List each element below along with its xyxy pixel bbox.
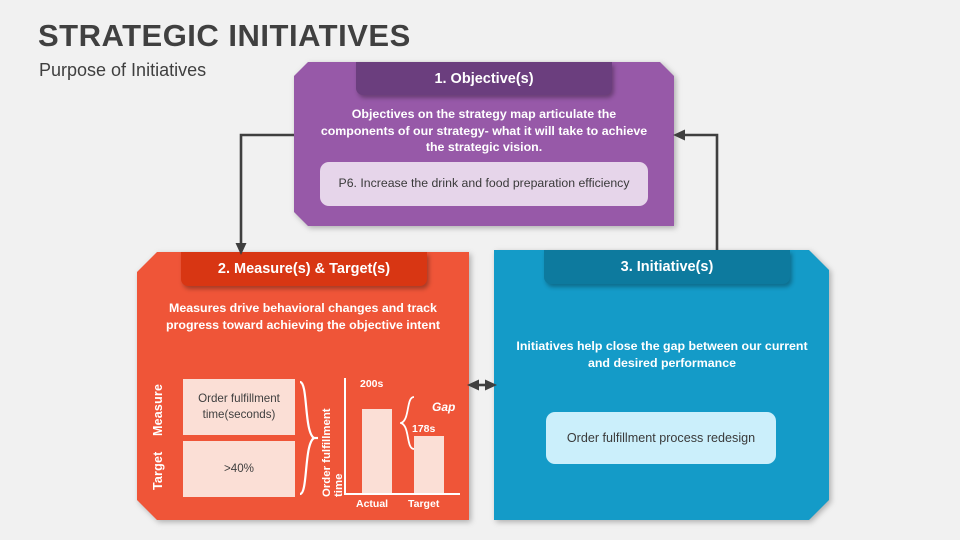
connector-measure-to-initiative	[467, 379, 497, 391]
objective-chip[interactable]: P6. Increase the drink and food preparat…	[320, 162, 648, 206]
gap-brace-icon	[400, 396, 415, 450]
gap-bar-chart: 200s 178s Actual Target Gap	[344, 378, 462, 510]
initiative-shape-svg	[494, 250, 829, 520]
chart-bar-actual	[362, 409, 392, 493]
chart-x-axis	[344, 493, 460, 495]
objective-description: Objectives on the strategy map articulat…	[320, 107, 648, 155]
measure-row-label-target: Target	[151, 451, 165, 491]
page-title: STRATEGIC INITIATIVES	[38, 18, 411, 53]
target-value-box[interactable]: >40%	[183, 441, 295, 497]
connector-objective-to-measure	[235, 133, 294, 255]
measure-brace-icon	[298, 380, 318, 496]
objective-heading: 1. Objective(s)	[356, 62, 612, 95]
chart-category-actual: Actual	[356, 498, 389, 510]
measure-description: Measures drive behavioral changes and tr…	[165, 301, 441, 332]
chart-gap-annotation: Gap	[432, 400, 456, 414]
chart-category-target: Target	[408, 498, 440, 510]
chart-y-axis	[344, 378, 346, 495]
page-subtitle: Purpose of Initiatives	[39, 60, 207, 80]
initiative-card[interactable]: 3. Initiative(s) Initiatives help close …	[494, 250, 829, 520]
connector-initiative-to-objective	[673, 129, 719, 250]
chart-value-actual: 200s	[360, 378, 384, 390]
initiative-card-shape	[494, 250, 829, 520]
objective-card[interactable]: 1. Objective(s) Objectives on the strate…	[294, 62, 674, 226]
initiative-chip[interactable]: Order fulfillment process redesign	[546, 412, 776, 464]
measure-row-label-measure: Measure	[151, 383, 165, 437]
chart-bar-target	[414, 436, 444, 493]
chart-value-target: 178s	[412, 423, 436, 435]
initiative-heading: 3. Initiative(s)	[544, 250, 790, 284]
initiative-description: Initiatives help close the gap between o…	[516, 339, 808, 370]
measure-heading: 2. Measure(s) & Target(s)	[181, 252, 427, 286]
measure-value-box[interactable]: Order fulfillment time(seconds)	[183, 379, 295, 435]
chart-y-axis-label: Order fulfillment time	[321, 408, 345, 497]
